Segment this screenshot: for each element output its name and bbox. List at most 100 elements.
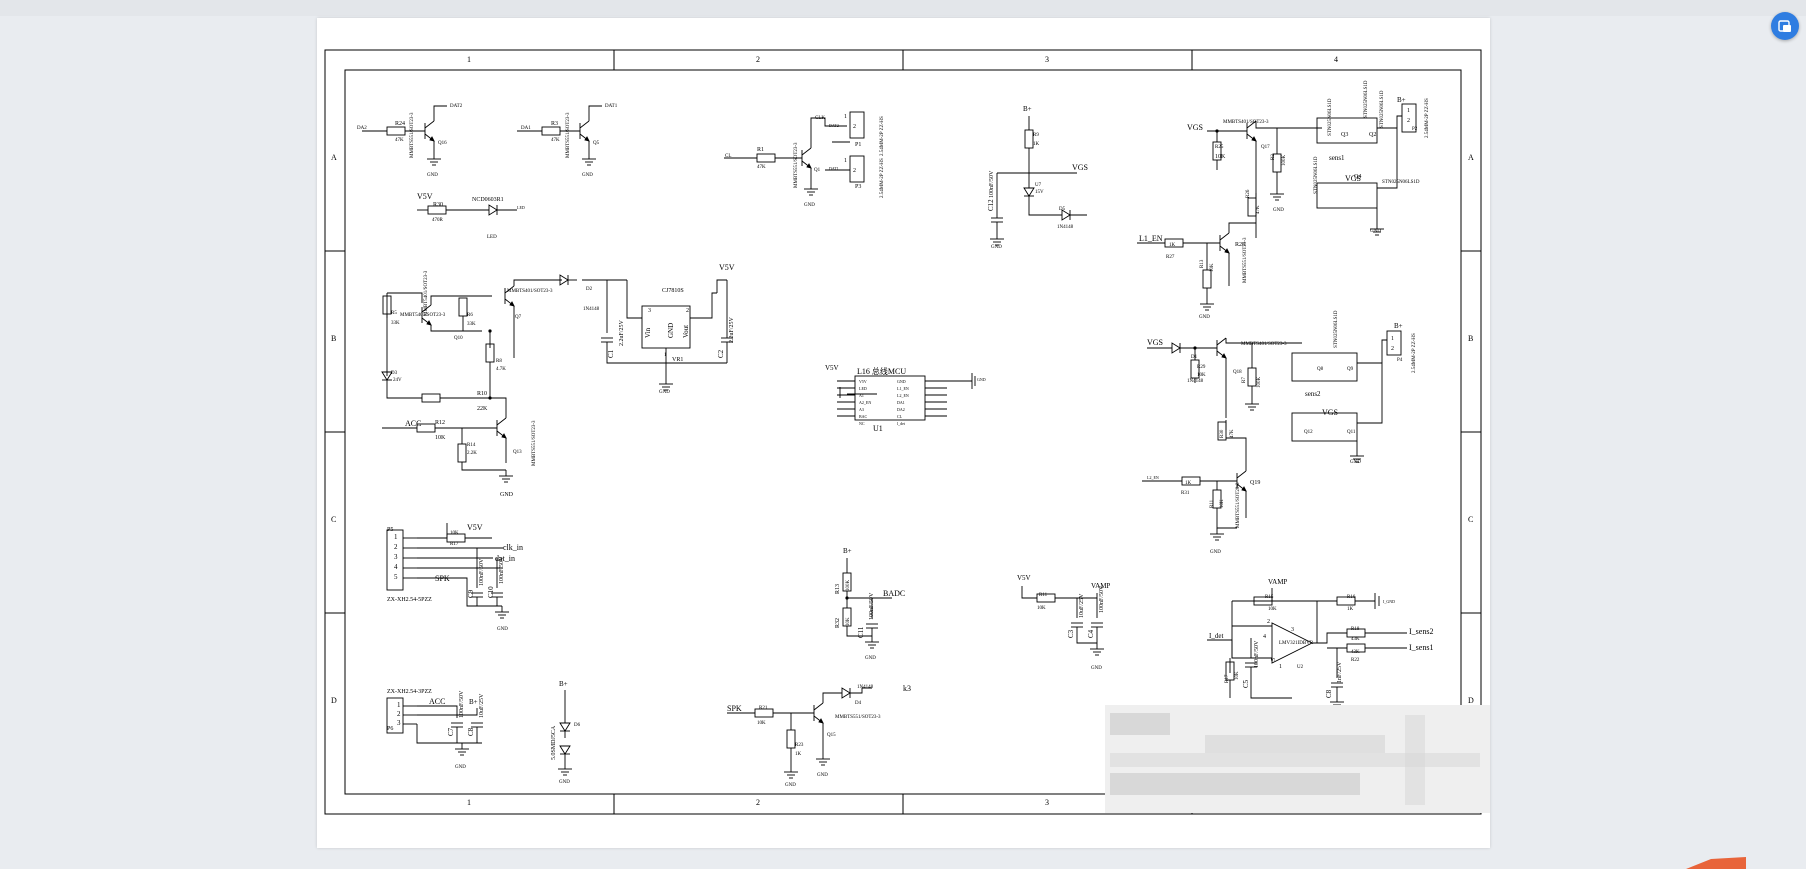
schematic-label: R31 <box>1181 491 1190 496</box>
viewer-top-bar <box>0 0 1806 16</box>
regulator-vr1 <box>641 305 691 349</box>
border-col-label: 3 <box>1045 55 1049 64</box>
wire <box>1231 601 1272 659</box>
pin-number: 4 <box>394 563 398 571</box>
schematic-label: C8 <box>1325 689 1333 698</box>
wire <box>810 117 824 148</box>
resistor <box>382 295 392 315</box>
schematic-label: V5V <box>1017 574 1031 582</box>
schematic-label: GND <box>497 627 508 632</box>
schematic-symbol <box>1193 346 1197 350</box>
wire <box>1246 120 1257 129</box>
wire <box>1207 639 1233 648</box>
wire <box>1055 597 1078 618</box>
schematic-label: R13 <box>1200 259 1205 268</box>
schematic-label: R9 <box>1033 133 1039 138</box>
resistor <box>1346 643 1366 653</box>
schematic-label: R11 <box>1039 593 1048 598</box>
schematic-label: 4.7K <box>496 367 506 372</box>
schematic-label: BADC <box>883 589 905 598</box>
corner-decoration <box>1686 857 1746 869</box>
schematic-label: GND <box>1350 460 1361 465</box>
schematic-label: STN025N06LS1D <box>1334 310 1339 348</box>
schematic-label: 2 <box>1267 619 1270 625</box>
wire <box>417 577 502 607</box>
schematic-label: Q12 <box>1304 430 1313 435</box>
border-col-label: 1 <box>467 55 471 64</box>
schematic-page: 11223344AABBCCDDDA2R2447KMMBTS551/SOT23-… <box>317 18 1490 848</box>
border-row-label: A <box>331 153 337 162</box>
schematic-label: 1 <box>844 114 847 120</box>
schematic-label: 1 <box>664 353 667 358</box>
schematic-label: CL <box>725 154 731 159</box>
mosfet-pair <box>1316 182 1378 209</box>
resistor <box>1336 596 1356 606</box>
schematic-label: Q4 <box>1354 174 1361 180</box>
schematic-label: l_det <box>897 421 906 426</box>
schematic-label: GND <box>659 390 670 395</box>
schematic-label: 100nF/50V <box>1254 640 1260 668</box>
image-edit-button[interactable] <box>1771 12 1799 40</box>
schematic-label: C8 <box>467 727 475 736</box>
wire <box>1028 196 1062 216</box>
resistor <box>427 205 447 215</box>
schematic-label: D4 <box>855 701 862 706</box>
schematic-label: R13 <box>835 584 841 594</box>
schematic-label: Q18 <box>1233 370 1242 375</box>
mcu-pin-label: A2_EN <box>859 400 871 405</box>
schematic-symbol <box>488 396 492 400</box>
wire <box>416 724 482 744</box>
wire <box>1216 508 1237 529</box>
wire <box>386 380 422 399</box>
wire <box>813 702 824 711</box>
schematic-label: clk_in <box>503 543 523 552</box>
resistor <box>386 126 406 136</box>
schematic-label: dat_in <box>495 554 515 563</box>
schematic-label: P1 <box>855 142 861 148</box>
schematic-label: MMBTS401/SOT23-3 <box>507 289 553 294</box>
schematic-label: Q8 <box>1317 367 1324 372</box>
schematic-label: DAT2 <box>829 123 839 128</box>
schematic-label: 100nF/50V <box>459 690 465 718</box>
schematic-label: Q19 <box>1250 480 1260 486</box>
schematic-label: R16 <box>1347 595 1356 600</box>
pin-number: 1 <box>397 701 401 709</box>
schematic-label: GND <box>667 323 675 338</box>
pin-number: 3 <box>397 719 401 727</box>
schematic-label: VGS <box>1345 174 1361 183</box>
schematic-label: 1K <box>795 752 802 757</box>
image-edit-icon <box>1778 20 1791 32</box>
schematic-label: DA2 <box>357 126 367 131</box>
resistor <box>458 297 468 317</box>
wire <box>811 117 847 127</box>
schematic-label: V5V <box>417 192 433 201</box>
wire <box>430 325 482 332</box>
schematic-label: GND <box>817 773 828 778</box>
border-col-label: 1 <box>467 798 471 807</box>
schematic-label: 10K <box>450 531 459 536</box>
schematic-symbol <box>1171 342 1181 354</box>
schematic-label: 33K <box>467 322 476 327</box>
pin-number: 3 <box>394 553 398 561</box>
schematic-label: V5V <box>467 523 483 532</box>
schematic-label: SPK <box>727 704 742 713</box>
schematic-label: ACC <box>405 419 421 428</box>
wire <box>1225 338 1302 344</box>
schematic-label: 1N4148 <box>583 307 600 312</box>
wire <box>1396 115 1402 128</box>
schematic-label: L16 总线MCU <box>857 366 906 376</box>
schematic-label: I_sens1 <box>1409 643 1433 652</box>
wire <box>1226 437 1247 471</box>
schematic-label: 10K <box>1268 607 1277 612</box>
resistor <box>1225 661 1235 681</box>
schematic-label: VGS <box>1187 123 1203 132</box>
wire <box>417 708 478 716</box>
schematic-symbol <box>806 163 812 169</box>
border-col-label: 3 <box>1045 798 1049 807</box>
schematic-label: B+ <box>469 698 478 706</box>
schematic-label: GND <box>865 656 876 661</box>
schematic-label: R21 <box>759 706 768 711</box>
schematic-label: R23 <box>795 743 804 748</box>
schematic-label: 1K <box>1185 481 1192 486</box>
schematic-label: 47K <box>1256 205 1261 214</box>
